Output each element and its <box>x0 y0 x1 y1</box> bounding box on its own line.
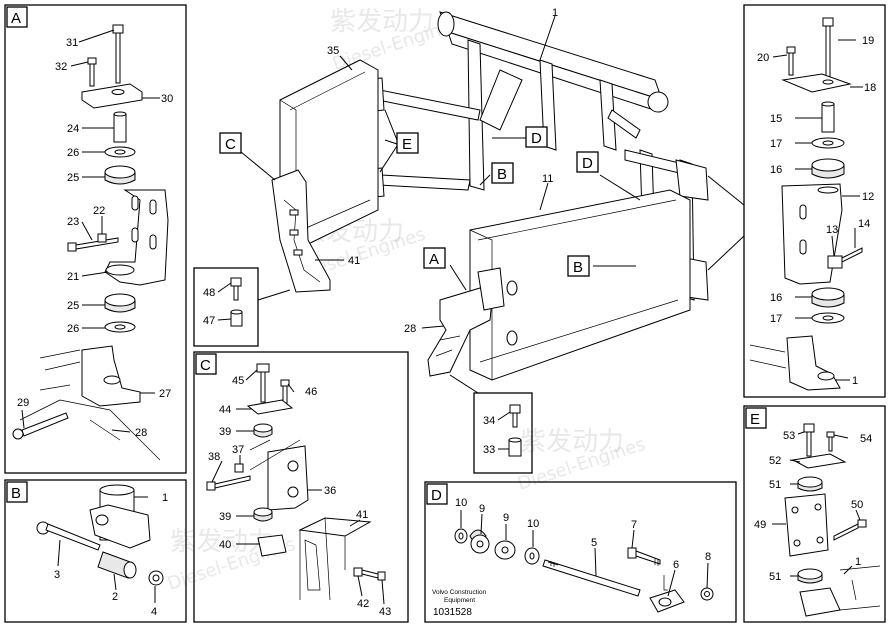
label-26: 26 <box>67 147 79 159</box>
label-23: 23 <box>67 216 79 228</box>
label-c39b: 39 <box>219 511 231 523</box>
label-1: 1 <box>552 7 558 19</box>
label-d9b: 9 <box>503 512 509 524</box>
label-e51b: 51 <box>769 571 781 583</box>
inset-34-33: 34 33 <box>449 374 533 474</box>
label-47: 47 <box>203 315 215 327</box>
label-24: 24 <box>67 123 79 135</box>
label-d6: 6 <box>673 559 679 571</box>
svg-text:紫发动力: 紫发动力 <box>170 527 274 557</box>
label-r15: 15 <box>770 113 782 125</box>
callout-e: E <box>402 136 412 153</box>
panel-c-letter: C <box>200 357 211 374</box>
label-27: 27 <box>159 388 171 400</box>
label-b4: 4 <box>151 606 157 618</box>
label-e51: 51 <box>769 479 781 491</box>
label-e52: 52 <box>769 455 781 467</box>
label-r12: 12 <box>862 191 874 203</box>
footer-line2: Equipment <box>444 597 475 604</box>
footer-code: 1031528 <box>433 607 472 618</box>
svg-text:紫发动力: 紫发动力 <box>330 7 434 37</box>
panel-d-letter: D <box>431 487 442 504</box>
callout-a: A <box>429 251 439 268</box>
label-e53: 53 <box>783 430 795 442</box>
label-c42: 42 <box>357 598 369 610</box>
label-d10: 10 <box>455 497 467 509</box>
label-c36: 36 <box>324 485 336 497</box>
label-c38: 38 <box>208 451 220 463</box>
label-22: 22 <box>93 205 105 217</box>
label-35: 35 <box>327 45 339 57</box>
panel-b-letter: B <box>11 485 21 502</box>
label-28: 28 <box>135 427 147 439</box>
label-c41: 41 <box>356 509 368 521</box>
label-c37: 37 <box>232 444 244 456</box>
panel-d: D 10 9 9 10 7 5 <box>424 481 737 623</box>
label-33: 33 <box>483 444 495 456</box>
label-26b: 26 <box>67 323 79 335</box>
label-11: 11 <box>542 173 553 185</box>
label-c43: 43 <box>379 606 391 618</box>
label-r19: 19 <box>862 35 874 47</box>
label-31: 31 <box>66 37 78 49</box>
label-r20: 20 <box>757 52 769 64</box>
label-21: 21 <box>67 271 79 283</box>
label-d5: 5 <box>591 537 597 549</box>
label-d9: 9 <box>479 503 485 515</box>
main-assembly: 1 35 11 41 28 <box>240 7 745 381</box>
panel-a: A <box>4 4 187 474</box>
panel-e-letter: E <box>750 411 760 428</box>
panel-e: E 53 54 52 51 <box>743 405 886 623</box>
label-48: 48 <box>203 287 215 299</box>
label-r16: 16 <box>770 164 782 176</box>
label-r14: 14 <box>858 218 870 230</box>
label-41: 41 <box>348 255 360 267</box>
label-d7: 7 <box>631 519 637 531</box>
label-e50: 50 <box>851 499 863 511</box>
label-c46: 46 <box>305 386 317 398</box>
label-b2: 2 <box>112 591 118 603</box>
label-r1: 1 <box>852 375 858 387</box>
label-r17: 17 <box>770 138 782 150</box>
svg-text:紫发动力: 紫发动力 <box>520 427 624 457</box>
label-b3: 3 <box>54 569 60 581</box>
label-28: 28 <box>404 323 416 335</box>
callout-b2: B <box>573 259 583 276</box>
label-r13: 13 <box>826 224 838 236</box>
callout-b: B <box>497 166 507 183</box>
label-r17b: 17 <box>770 313 782 325</box>
callouts: C E D B D A B <box>219 126 599 277</box>
label-c45: 45 <box>232 375 244 387</box>
panel-d-detail: 19 20 18 15 17 16 12 14 13 16 17 1 <box>743 4 886 398</box>
label-c44: 44 <box>219 404 231 416</box>
panel-b: B 1 3 2 4 <box>4 479 187 623</box>
label-25b: 25 <box>67 300 79 312</box>
inset-48-47: 48 47 <box>193 267 291 347</box>
label-30: 30 <box>161 93 173 105</box>
label-d8: 8 <box>705 551 711 563</box>
label-d10b: 10 <box>527 518 539 530</box>
label-25: 25 <box>67 172 79 184</box>
panel-c: C <box>193 351 409 623</box>
label-34: 34 <box>483 415 495 427</box>
label-r16b: 16 <box>770 292 782 304</box>
label-e1: 1 <box>855 556 861 568</box>
label-c39: 39 <box>219 426 231 438</box>
label-r18: 18 <box>864 82 876 94</box>
callout-d: D <box>531 130 542 147</box>
footer-line1: Volvo Construction <box>432 589 487 596</box>
callout-d2: D <box>582 155 593 172</box>
panel-a-letter: A <box>11 10 21 27</box>
label-c40: 40 <box>219 539 231 551</box>
label-29: 29 <box>17 397 29 409</box>
callout-c: C <box>225 136 236 153</box>
label-e49: 49 <box>754 519 766 531</box>
label-32: 32 <box>55 61 67 73</box>
label-b1: 1 <box>162 492 168 504</box>
label-e54: 54 <box>860 433 872 445</box>
